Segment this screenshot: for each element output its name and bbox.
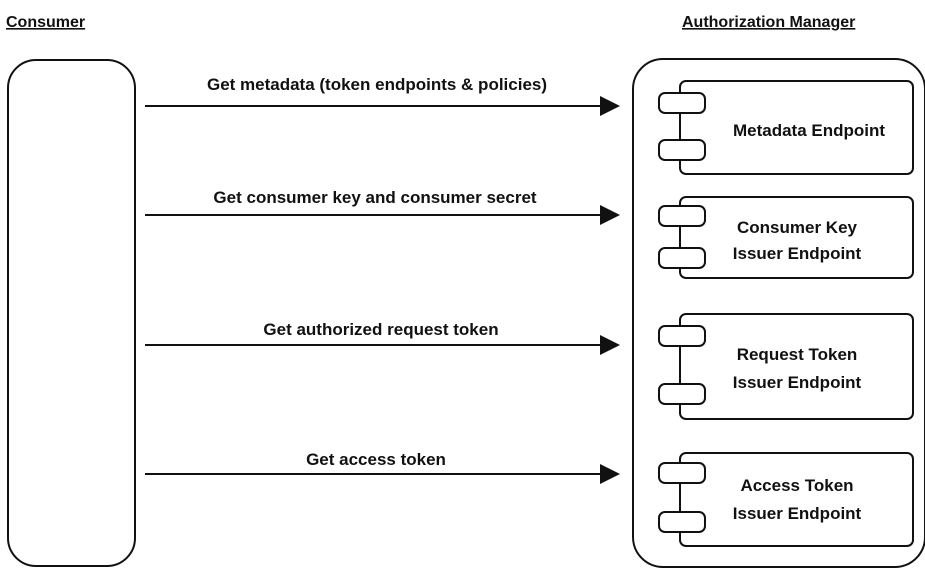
endpoint-label-line-1: Access Token	[740, 476, 853, 495]
endpoint-label-line-2: Issuer Endpoint	[733, 373, 862, 392]
component-port-top	[658, 325, 706, 347]
component-port-bottom	[658, 247, 706, 269]
component-port-bottom	[658, 383, 706, 405]
endpoint-box-metadata: Metadata Endpoint	[658, 80, 914, 175]
consumer-lane	[7, 59, 136, 567]
endpoint-label-line-2: Issuer Endpoint	[733, 504, 862, 523]
component-port-top	[658, 205, 706, 227]
endpoint-box-access-token: Access Token Issuer Endpoint	[658, 452, 914, 547]
endpoint-box-frame	[679, 196, 914, 279]
consumer-heading: Consumer	[6, 14, 85, 31]
component-port-top	[658, 462, 706, 484]
endpoint-box-consumer-key: Consumer Key Issuer Endpoint	[658, 196, 914, 279]
endpoint-label-line-1: Consumer Key	[737, 218, 858, 237]
component-port-bottom	[658, 511, 706, 533]
endpoint-label-line-1: Request Token	[737, 345, 858, 364]
message-label-3: Get authorized request token	[263, 320, 498, 339]
endpoint-box-frame	[679, 452, 914, 547]
endpoint-label-line-2: Issuer Endpoint	[733, 244, 862, 263]
message-label-2: Get consumer key and consumer secret	[213, 188, 536, 207]
component-port-top	[658, 92, 706, 114]
endpoint-box-frame	[679, 313, 914, 420]
component-port-bottom	[658, 139, 706, 161]
message-label-1: Get metadata (token endpoints & policies…	[207, 75, 547, 94]
endpoint-label-line-1: Metadata Endpoint	[733, 121, 885, 140]
message-label-4: Get access token	[306, 450, 446, 469]
endpoint-box-request-token: Request Token Issuer Endpoint	[658, 313, 914, 420]
authorization-manager-heading: Authorization Manager	[682, 14, 855, 31]
